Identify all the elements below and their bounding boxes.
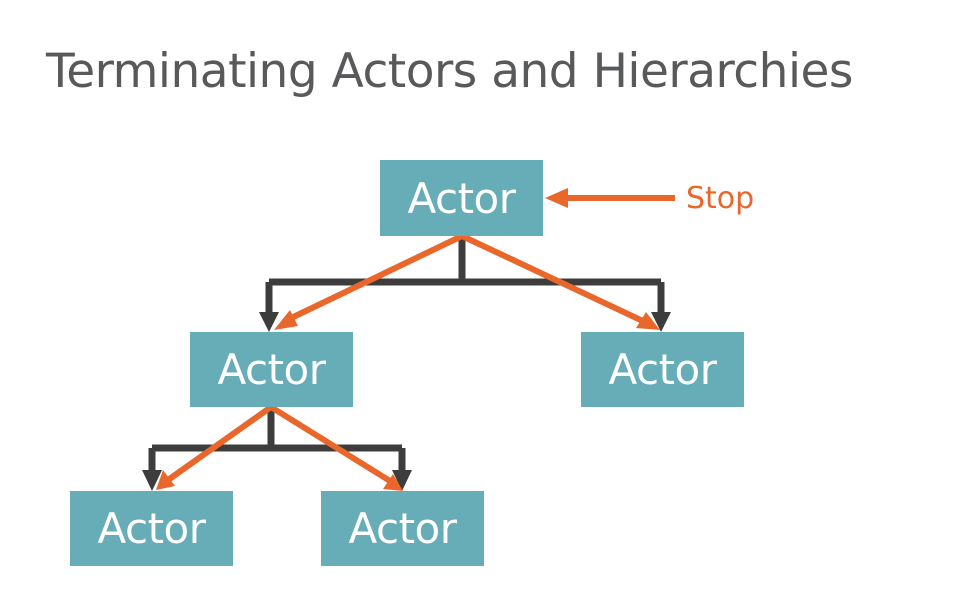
left-grandchild-right-actor-label: Actor	[348, 504, 457, 553]
left-right-drop-arrowhead	[392, 470, 412, 491]
hierarchy-arrowheads	[142, 312, 671, 491]
stop-arrowheads	[156, 188, 660, 491]
diagram-title: Terminating Actors and Hierarchies	[46, 44, 853, 99]
stop-command-label: Stop	[686, 181, 755, 216]
stop-arrowhead-left-left	[156, 470, 175, 490]
stop-arrowhead-right	[636, 312, 660, 330]
stop-propagation-arrows	[166, 195, 675, 484]
right-drop-arrowhead	[651, 312, 671, 332]
stop-command-arrowhead	[545, 188, 568, 208]
left-child-actor-node: Actor	[190, 332, 353, 407]
left-drop-arrowhead	[259, 312, 279, 332]
root-actor-label: Actor	[407, 173, 516, 223]
stop-arrowhead-left	[274, 310, 298, 330]
stop-arrowhead-left-right	[383, 474, 403, 491]
right-child-actor-label: Actor	[608, 345, 717, 394]
hierarchy-connectors	[148, 236, 665, 474]
stop-arrow-left-to-left-left	[166, 404, 273, 483]
stop-arrow-root-to-right	[460, 233, 647, 325]
left-grandchild-right-actor-node: Actor	[321, 491, 484, 566]
stop-arrow-root-to-left	[285, 233, 464, 323]
left-grandchild-left-actor-label: Actor	[97, 504, 206, 553]
right-child-actor-node: Actor	[581, 332, 744, 407]
left-grandchild-left-actor-node: Actor	[70, 491, 233, 566]
left-child-actor-label: Actor	[217, 345, 326, 394]
stop-arrow-left-to-left-right	[269, 404, 392, 484]
left-left-drop-arrowhead	[142, 470, 162, 491]
root-actor-node: Actor	[380, 160, 543, 236]
